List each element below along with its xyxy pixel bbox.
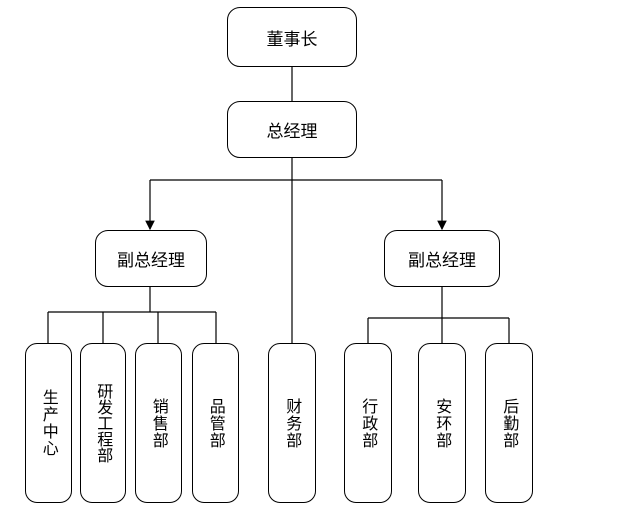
dept-rd-box: 研发工程部 bbox=[80, 343, 126, 503]
dept-admin-box: 行政部 bbox=[344, 343, 392, 503]
general-manager-box: 总经理 bbox=[227, 101, 357, 158]
dept-environment-box: 安环部 bbox=[418, 343, 466, 503]
chairman-box: 董事长 bbox=[227, 7, 357, 67]
deputy-manager-right-box: 副总经理 bbox=[384, 230, 500, 287]
dept-quality-box: 品管部 bbox=[192, 343, 239, 503]
deputy-manager-left-box: 副总经理 bbox=[95, 230, 207, 287]
dept-logistics-box: 后勤部 bbox=[485, 343, 533, 503]
dept-finance-box: 财务部 bbox=[268, 343, 316, 503]
dept-sales-box: 销售部 bbox=[135, 343, 182, 503]
dept-production-box: 生产中心 bbox=[25, 343, 72, 503]
